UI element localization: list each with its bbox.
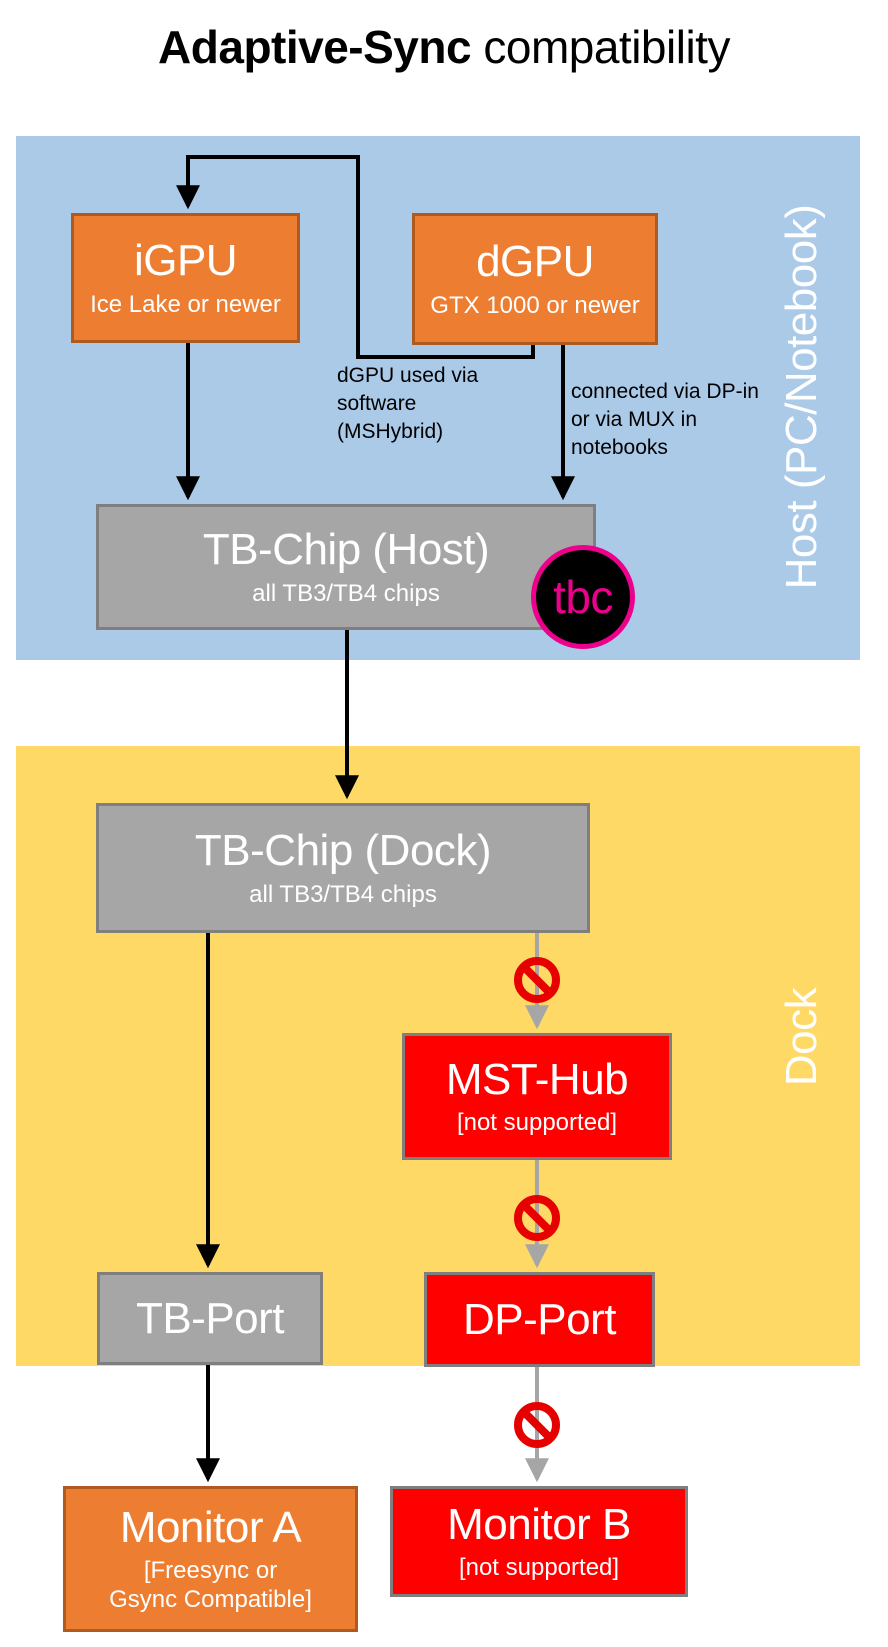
- node-igpu-title: iGPU: [133, 236, 238, 286]
- annotation-mshybrid: dGPU used via software (MSHybrid): [337, 362, 527, 446]
- title-regular-part: compatibility: [471, 21, 730, 73]
- annotation-line: notebooks: [571, 436, 668, 459]
- node-mst-hub-title: MST-Hub: [445, 1054, 629, 1104]
- arrow-dgpu-to-igpu: [176, 155, 535, 359]
- no-entry-icon: [514, 1402, 560, 1448]
- annotation-dp-in: connected via DP-in or via MUX in notebo…: [571, 378, 801, 462]
- node-tb-chip-host-subtitle: all TB3/TB4 chips: [252, 579, 440, 607]
- annotation-line: or via MUX in: [571, 408, 698, 431]
- annotation-line: (MSHybrid): [337, 420, 444, 443]
- node-tb-chip-host-title: TB-Chip (Host): [202, 525, 490, 575]
- node-tb-port: TB-Port: [97, 1272, 323, 1365]
- node-igpu-subtitle: Ice Lake or newer: [90, 290, 281, 318]
- page-title: Adaptive-Sync compatibility: [0, 20, 888, 74]
- node-monitor-a-subtitle: [Freesync or Gsync Compatible]: [109, 1557, 312, 1613]
- node-tb-chip-dock-subtitle: all TB3/TB4 chips: [249, 880, 437, 908]
- node-monitor-b: Monitor B [not supported]: [390, 1486, 688, 1597]
- node-tb-port-title: TB-Port: [135, 1293, 285, 1343]
- node-dgpu-subtitle: GTX 1000 or newer: [430, 291, 640, 319]
- node-dgpu: dGPU GTX 1000 or newer: [412, 213, 658, 345]
- node-igpu: iGPU Ice Lake or newer: [71, 213, 300, 343]
- node-tb-chip-dock: TB-Chip (Dock) all TB3/TB4 chips: [96, 803, 590, 933]
- node-dgpu-title: dGPU: [476, 237, 594, 287]
- tbc-badge: tbc: [531, 545, 635, 649]
- annotation-line: dGPU used via: [337, 364, 479, 387]
- annotation-line: connected via DP-in: [571, 380, 759, 403]
- node-mst-hub: MST-Hub [not supported]: [402, 1033, 672, 1160]
- annotation-line: software: [337, 392, 417, 415]
- tbc-badge-label: tbc: [553, 571, 613, 623]
- node-monitor-a-title: Monitor A: [119, 1502, 302, 1552]
- no-entry-icon: [514, 957, 560, 1003]
- node-tb-chip-host: TB-Chip (Host) all TB3/TB4 chips: [96, 504, 596, 630]
- node-mst-hub-subtitle: [not supported]: [456, 1109, 618, 1137]
- title-bold-part: Adaptive-Sync: [158, 21, 472, 73]
- no-entry-icon: [514, 1195, 560, 1241]
- node-dp-port-title: DP-Port: [463, 1294, 616, 1344]
- node-monitor-a: Monitor A [Freesync or Gsync Compatible]: [63, 1486, 358, 1632]
- node-monitor-b-title: Monitor B: [447, 1499, 631, 1549]
- node-dp-port: DP-Port: [424, 1272, 655, 1367]
- node-monitor-b-subtitle: [not supported]: [458, 1554, 620, 1582]
- node-tb-chip-dock-title: TB-Chip (Dock): [194, 826, 492, 876]
